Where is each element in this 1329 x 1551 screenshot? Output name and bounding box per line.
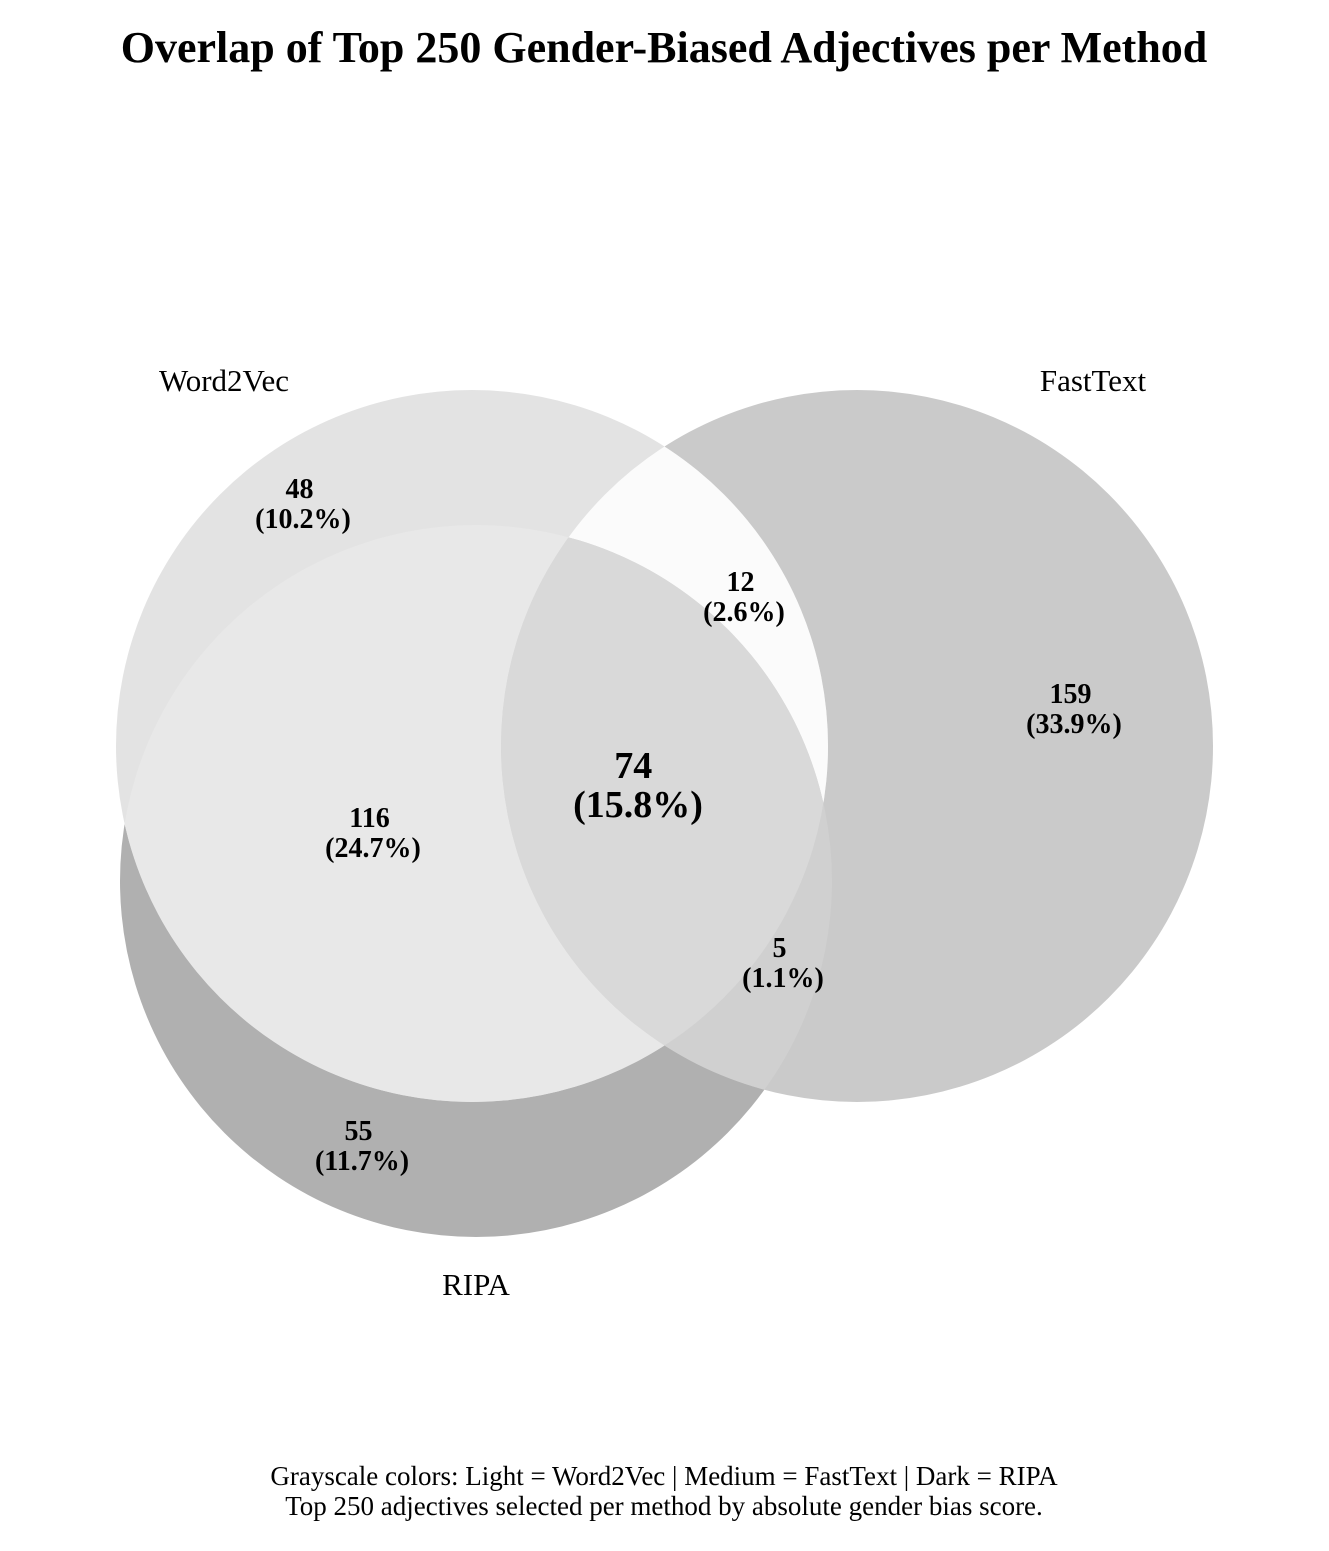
venn-regions xyxy=(116,390,1213,1237)
caption-line-1: Grayscale colors: Light = Word2Vec | Med… xyxy=(270,1461,1058,1491)
region-label-word2vec-only: 48 (10.2%) xyxy=(255,474,351,535)
region-count: 74 xyxy=(614,745,652,787)
region-count: 55 xyxy=(345,1116,373,1147)
region-percent: (2.6%) xyxy=(703,597,785,628)
region-label-word2vec-fasttext: 12 (2.6%) xyxy=(703,567,785,628)
region-percent: (11.7%) xyxy=(315,1146,409,1177)
region-label-fasttext-ripa: 5 (1.1%) xyxy=(742,933,824,994)
region-percent: (1.1%) xyxy=(742,963,824,994)
region-label-ripa-only: 55 (11.7%) xyxy=(315,1116,409,1177)
region-count: 48 xyxy=(286,474,314,505)
set-label-ripa: RIPA xyxy=(442,1267,510,1302)
region-label-all-three: 74 (15.8%) xyxy=(573,745,703,826)
region-percent: (24.7%) xyxy=(325,833,421,864)
caption-line-2: Top 250 adjectives selected per method b… xyxy=(285,1491,1043,1521)
chart-title: Overlap of Top 250 Gender-Biased Adjecti… xyxy=(121,23,1208,72)
region-percent: (33.9%) xyxy=(1026,709,1122,740)
region-percent: (10.2%) xyxy=(255,504,351,535)
region-label-word2vec-ripa: 116 (24.7%) xyxy=(325,803,421,864)
region-count: 5 xyxy=(773,933,787,964)
region-percent: (15.8%) xyxy=(573,784,703,826)
set-label-fasttext: FastText xyxy=(1040,363,1147,398)
region-count: 116 xyxy=(349,803,389,834)
region-label-fasttext-only: 159 (33.9%) xyxy=(1026,679,1122,740)
region-count: 159 xyxy=(1050,679,1092,710)
set-label-word2vec: Word2Vec xyxy=(159,363,289,398)
region-count: 12 xyxy=(727,567,755,598)
